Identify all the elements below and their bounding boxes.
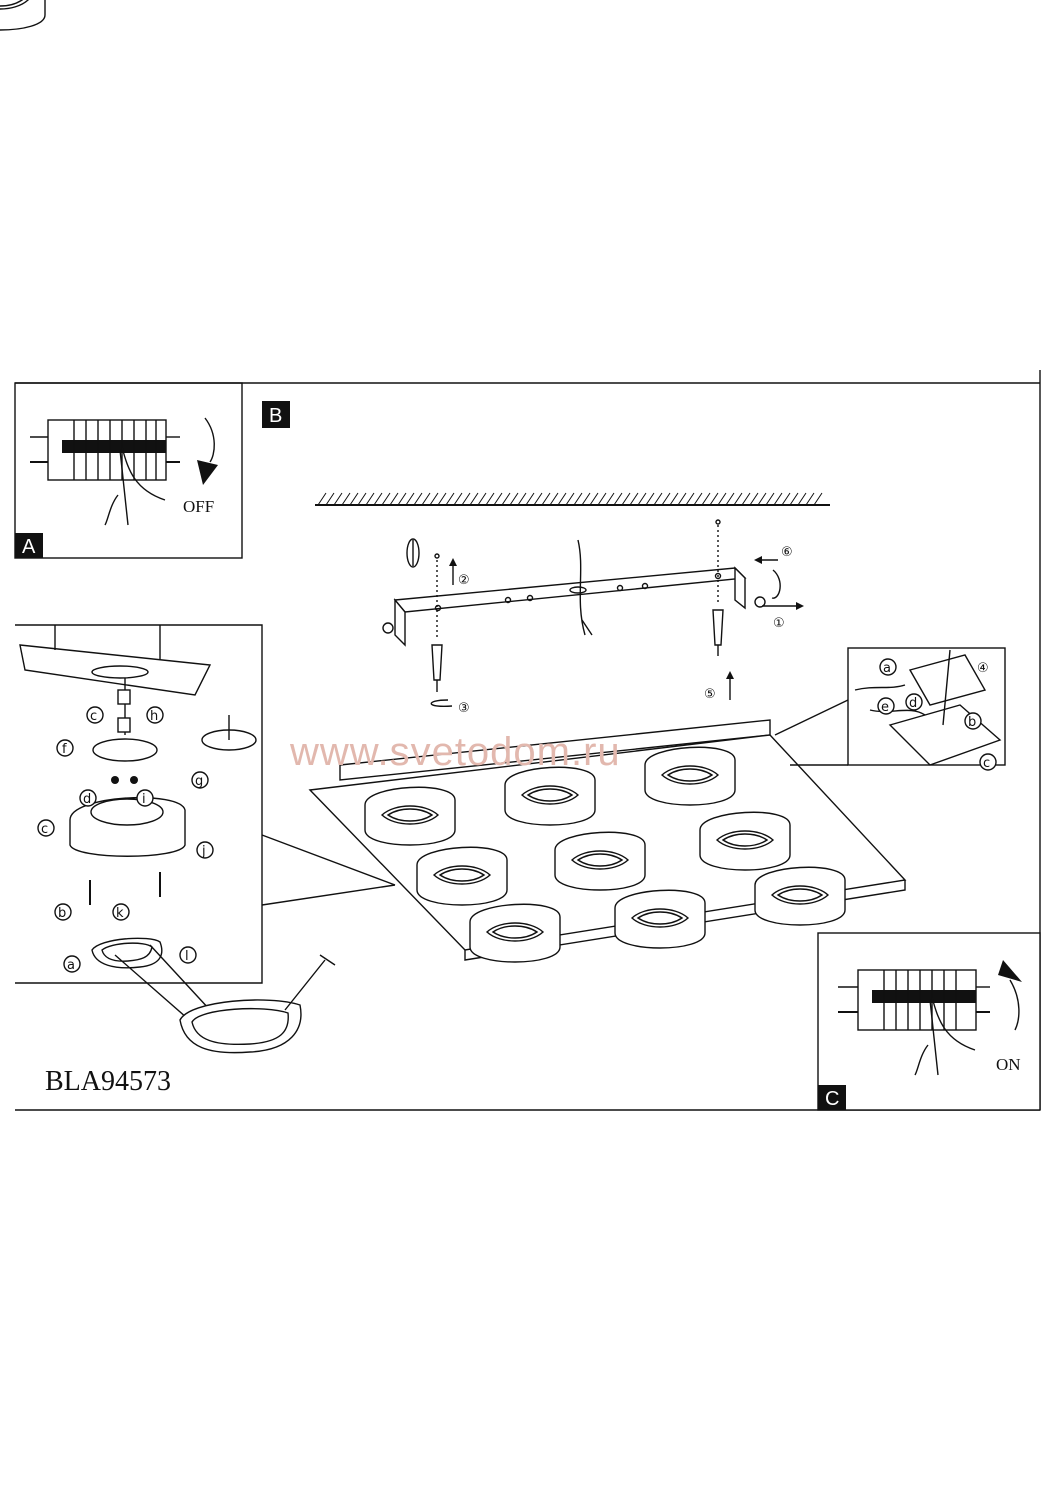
part-label: c [90, 709, 97, 724]
ceiling-hatch [315, 492, 830, 506]
part-label: f [62, 742, 67, 757]
step-3: ③ [458, 701, 470, 716]
part-label: a [67, 958, 75, 973]
circuit-breaker-icon [30, 419, 180, 481]
step-1: ① [773, 616, 785, 631]
step-6: ⑥ [781, 545, 793, 560]
ceiling-luminaire [0, 0, 907, 963]
part-label: j [201, 844, 206, 859]
watermark: www.svetodom.ru [289, 730, 621, 774]
off-label: OFF [183, 497, 214, 516]
part-label: d [83, 792, 91, 807]
model-code: BLA94573 [45, 1066, 171, 1097]
step-2: ② [458, 573, 470, 588]
panel-c-switch-on: ON C [817, 932, 1041, 1111]
part-label: d [909, 696, 917, 711]
part-label: e [881, 700, 889, 715]
inset-wiring-step-4: a e d b c ④ [847, 647, 1006, 771]
part-label: g [195, 774, 203, 789]
glass-cover-detail [114, 944, 336, 1054]
step-labels: ② ③ ⑤ ① ⑥ [430, 545, 804, 716]
panel-spot-assembly: c h f g d i c j b k a l [15, 624, 263, 984]
on-label: ON [996, 1055, 1021, 1074]
power-cable [577, 539, 593, 636]
rotate-arrow-icon [1009, 979, 1020, 1031]
panel-a-switch-off: OFF A [14, 382, 243, 559]
mounting-bracket [393, 539, 747, 647]
hand-icon [104, 446, 166, 526]
part-label: c [41, 822, 48, 837]
part-labels: c h f g d i c j b k a l [37, 706, 214, 973]
step-5: ⑤ [704, 687, 716, 702]
part-label: l [185, 949, 189, 964]
part-label: b [58, 906, 66, 921]
part-label: i [142, 792, 146, 807]
panel-c-label: C [825, 1088, 839, 1110]
rotate-arrow-icon [204, 417, 215, 463]
panel-a-label: A [22, 536, 36, 558]
part-label: a [883, 661, 891, 676]
part-label: c [983, 756, 990, 771]
step-4: ④ [977, 661, 989, 676]
part-label: k [116, 906, 124, 921]
part-label: h [150, 709, 158, 724]
panel-b-label: B [269, 405, 282, 427]
screws [382, 519, 766, 692]
part-label: b [968, 715, 976, 730]
hand-icon [914, 996, 976, 1076]
